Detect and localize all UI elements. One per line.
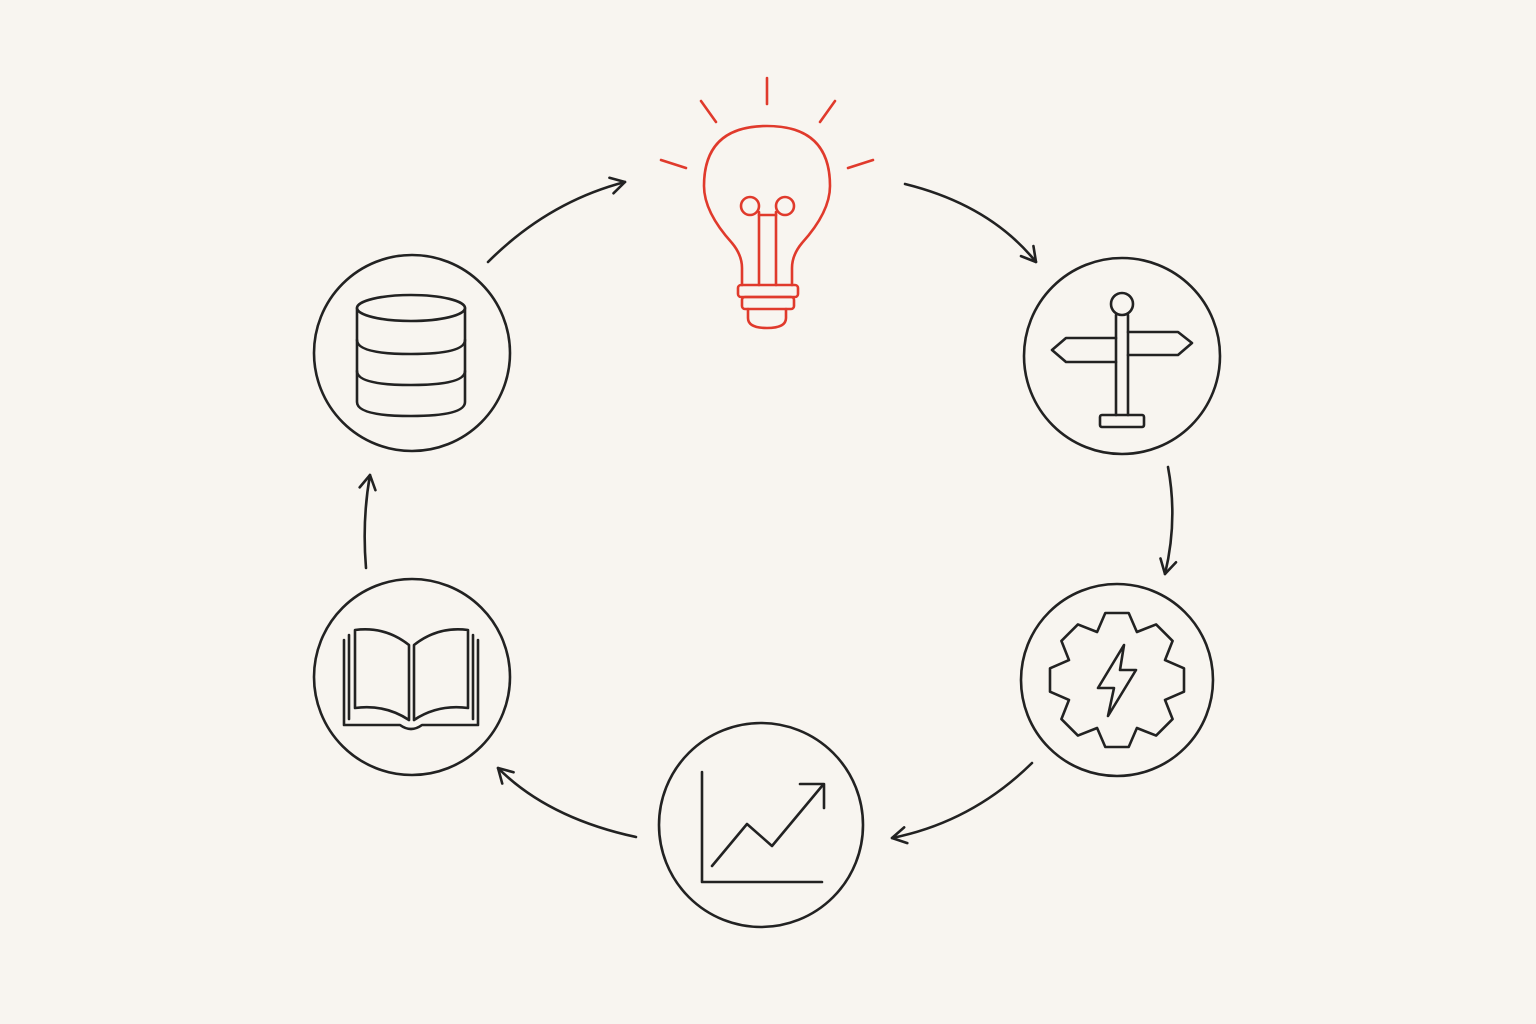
lightbulb-icon bbox=[659, 76, 875, 330]
node-circle bbox=[657, 721, 865, 929]
signpost-icon bbox=[1050, 291, 1194, 429]
node-knowledge bbox=[312, 577, 512, 777]
node-direction bbox=[1022, 256, 1222, 456]
node-data bbox=[312, 253, 512, 453]
arrow-data-to-idea bbox=[486, 176, 627, 264]
gear-lightning-icon bbox=[1048, 611, 1186, 749]
arrow-growth-to-knowledge bbox=[496, 766, 638, 839]
node-circle bbox=[1019, 582, 1215, 778]
node-circle bbox=[1022, 256, 1222, 456]
arrow-knowledge-to-data bbox=[358, 473, 377, 570]
trending-chart-icon bbox=[700, 770, 826, 884]
node-circle bbox=[312, 577, 512, 777]
arrow-direction-to-process bbox=[1159, 465, 1178, 576]
database-icon bbox=[355, 293, 467, 418]
node-process bbox=[1019, 582, 1215, 778]
node-growth bbox=[657, 721, 865, 929]
arrow-process-to-growth bbox=[890, 761, 1034, 845]
cycle-arrows bbox=[358, 176, 1178, 845]
arrow-idea-to-direction bbox=[903, 182, 1038, 264]
node-idea bbox=[659, 76, 875, 330]
node-circle bbox=[312, 253, 512, 453]
open-book-icon bbox=[342, 628, 480, 731]
